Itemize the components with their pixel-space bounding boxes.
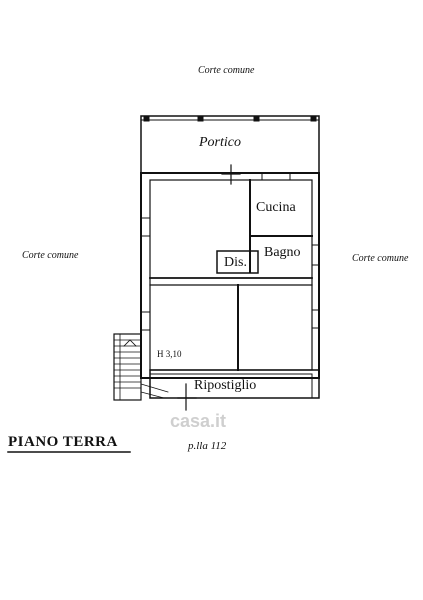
- portico-pillar: [253, 115, 260, 122]
- staircase-outline: [113, 333, 142, 401]
- portico-pillar: [143, 115, 150, 122]
- portico-pillar: [310, 115, 317, 122]
- label-ripostiglio: Ripostiglio: [194, 378, 257, 393]
- label-bagno: Bagno: [264, 245, 301, 260]
- label-corte-right: Corte comune: [352, 253, 409, 264]
- watermark: casa.it: [170, 411, 227, 431]
- portico-pillar: [197, 115, 204, 122]
- label-floor-title: PIANO TERRA: [8, 434, 118, 450]
- label-corte-left: Corte comune: [22, 250, 79, 261]
- label-corte-top: Corte comune: [198, 65, 255, 76]
- label-dis: Dis.: [224, 255, 247, 270]
- outer-wall-outer: [140, 172, 320, 379]
- label-parcel: p.lla 112: [188, 440, 227, 452]
- ripostiglio-outline: [149, 369, 320, 399]
- label-height: H 3,10: [157, 349, 182, 359]
- label-portico: Portico: [199, 135, 241, 150]
- dis-box: [216, 250, 259, 274]
- label-cucina: Cucina: [256, 200, 296, 215]
